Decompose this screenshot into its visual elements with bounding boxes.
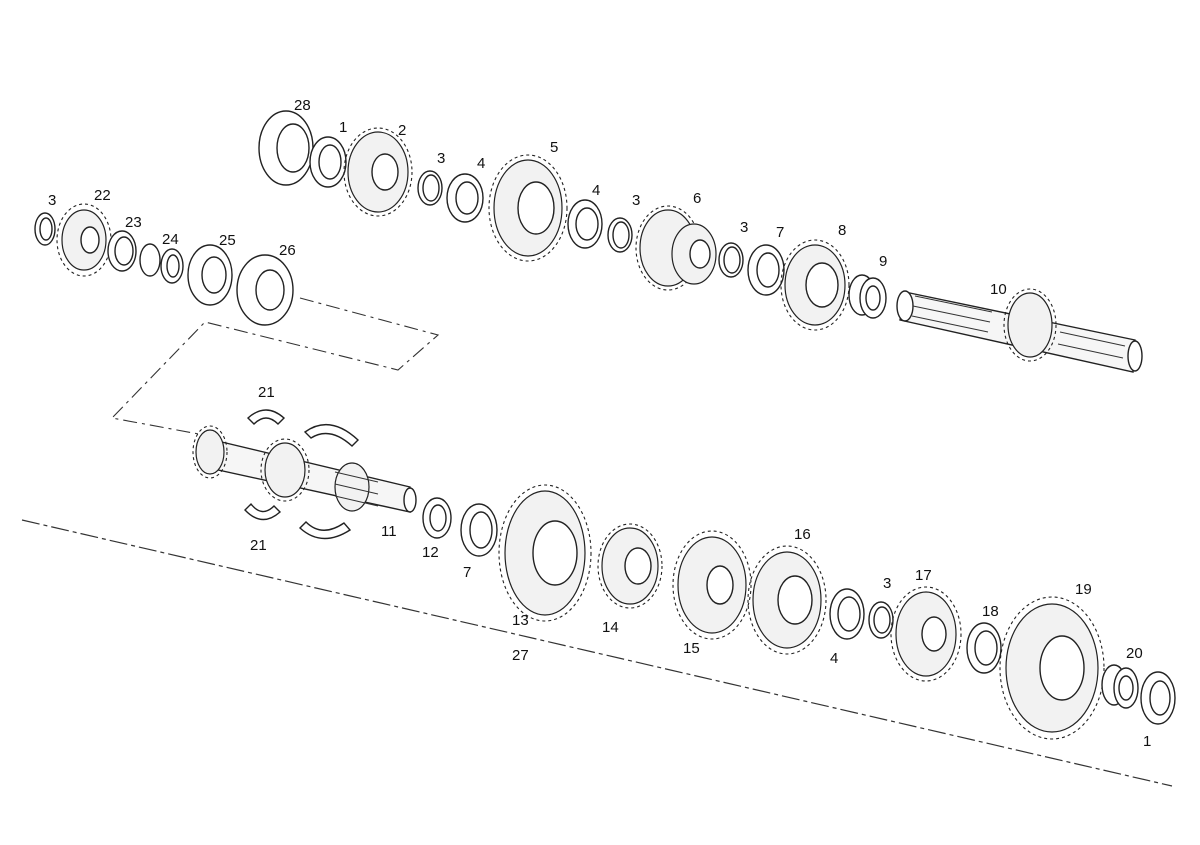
washer-7-lower	[460, 503, 498, 557]
callout-18: 18	[982, 603, 999, 620]
callout-7-lower: 7	[463, 564, 471, 581]
gear-6	[635, 205, 717, 291]
callout-10: 10	[990, 281, 1007, 298]
gear-14	[597, 523, 663, 609]
gear-15	[672, 530, 752, 640]
callout-8: 8	[838, 222, 846, 239]
callout-6: 6	[693, 190, 701, 207]
callout-15: 15	[683, 640, 700, 657]
callout-2: 2	[398, 122, 406, 139]
callout-16: 16	[794, 526, 811, 543]
gear-5	[488, 154, 568, 262]
callout-23: 23	[125, 214, 142, 231]
callout-11: 11	[381, 523, 397, 540]
sprocket-22	[56, 203, 112, 277]
callout-1-upper: 1	[339, 119, 347, 136]
callout-3-c: 3	[740, 219, 748, 236]
circlip-3a	[417, 170, 443, 206]
spacer-23	[107, 230, 137, 272]
needle-cage-21-top	[246, 409, 360, 447]
washer-4a	[446, 173, 484, 223]
main-shaft-10	[896, 288, 1143, 373]
gear-17	[890, 586, 962, 682]
callout-1-lower: 1	[1143, 733, 1151, 750]
callout-19: 19	[1075, 581, 1092, 598]
callout-20: 20	[1126, 645, 1143, 662]
needle-cage-21-bottom	[244, 502, 352, 540]
callout-21-bottom: 21	[250, 537, 267, 554]
lock-washer-12	[422, 497, 452, 539]
callout-22: 22	[94, 187, 111, 204]
callout-25: 25	[219, 232, 236, 249]
circlip-3b	[607, 217, 633, 253]
callout-28: 28	[294, 97, 311, 114]
bearing-26	[236, 254, 294, 326]
callout-5: 5	[550, 139, 558, 156]
callout-4-c: 4	[830, 650, 838, 667]
gear-19	[999, 596, 1105, 740]
callout-24: 24	[162, 231, 179, 248]
gear-13	[498, 484, 592, 622]
bearing-28	[258, 110, 314, 186]
washer-4c	[829, 588, 865, 640]
ground-line	[21, 519, 1173, 787]
callout-3-b: 3	[632, 192, 640, 209]
circlip-3e	[868, 601, 894, 639]
needle-bearing-20	[1101, 664, 1139, 709]
callout-4-a: 4	[477, 155, 485, 172]
washer-24	[139, 243, 184, 284]
washer-4b	[567, 199, 603, 249]
link-dashline	[110, 297, 440, 438]
callout-21-top: 21	[258, 384, 275, 401]
callout-12: 12	[422, 544, 439, 561]
callout-14: 14	[602, 619, 619, 636]
gear-8	[780, 239, 850, 331]
callout-3-a: 3	[437, 150, 445, 167]
callout-3-e: 3	[883, 575, 891, 592]
callout-13: 13	[512, 612, 529, 629]
gear-16	[747, 545, 827, 655]
callout-4-b: 4	[592, 182, 600, 199]
callout-3-d: 3	[48, 192, 56, 209]
seal-25	[187, 244, 233, 306]
washer-1-lower	[1140, 671, 1176, 725]
callout-9: 9	[879, 253, 887, 270]
callout-17: 17	[915, 567, 932, 584]
washer-1-upper	[309, 136, 347, 188]
washer-18	[966, 622, 1002, 674]
layshaft-11	[192, 425, 417, 513]
needle-bearing-9	[848, 274, 887, 319]
washer-7-upper	[747, 244, 785, 296]
callout-27: 27	[512, 647, 529, 664]
callout-26: 26	[279, 242, 296, 259]
circlip-3d	[34, 212, 56, 246]
gear-2	[343, 127, 413, 217]
circlip-3c	[718, 242, 744, 278]
callout-7-upper: 7	[776, 224, 784, 241]
